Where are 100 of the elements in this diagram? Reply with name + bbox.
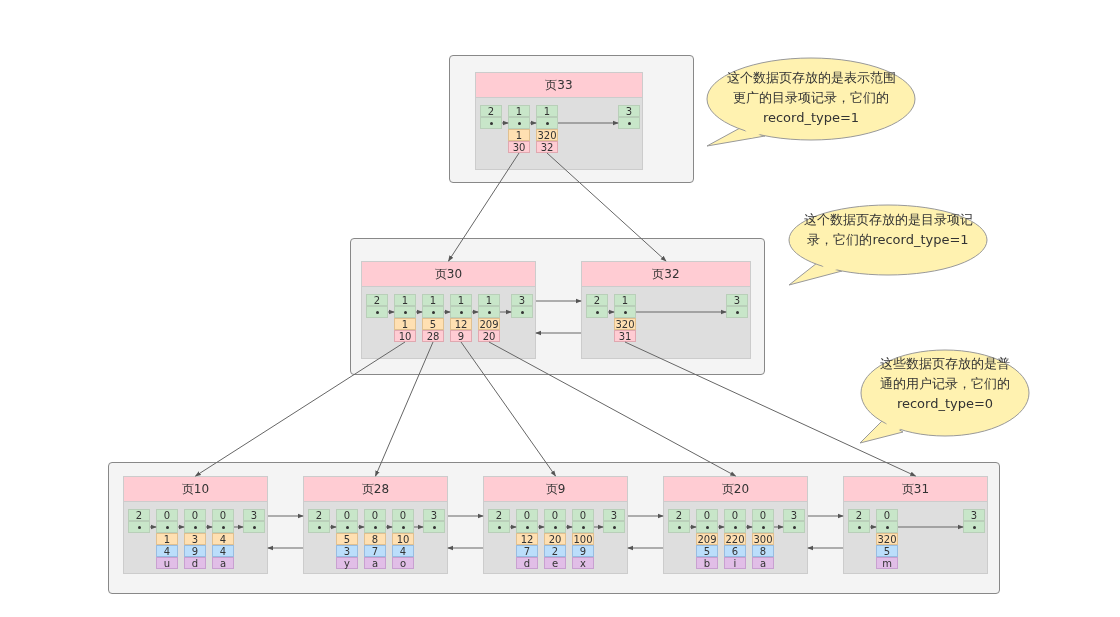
primary-key-cell: 5	[422, 318, 444, 330]
arrow	[627, 545, 664, 551]
record-type-cell: 0	[392, 509, 414, 521]
data-page	[361, 261, 536, 359]
column-cell: d	[184, 557, 206, 569]
arrow	[499, 309, 512, 315]
record-type-cell: 0	[544, 509, 566, 521]
record	[544, 509, 566, 569]
column-cell: d	[516, 557, 538, 569]
record-type-cell: 0	[516, 509, 538, 521]
arrow	[773, 524, 784, 530]
column-cell: y	[336, 557, 358, 569]
record-type-cell: 2	[668, 509, 690, 521]
record-type-cell: 0	[336, 509, 358, 521]
column-cell: 7	[364, 545, 386, 557]
arrow	[557, 120, 619, 126]
data-page	[303, 476, 448, 574]
record	[614, 294, 636, 342]
record-type-cell: 0	[696, 509, 718, 521]
arrow	[546, 152, 667, 262]
arrow	[635, 309, 727, 315]
arrow	[689, 524, 697, 530]
arrow	[415, 309, 423, 315]
record-type-cell: 2	[480, 105, 502, 117]
primary-key-cell: 10	[392, 533, 414, 545]
record-type-cell: 3	[726, 294, 748, 306]
page-number-cell: 32	[536, 141, 558, 153]
record	[488, 509, 510, 533]
arrow	[177, 524, 185, 530]
record	[668, 509, 690, 533]
page-header: 页10	[124, 477, 267, 502]
arrow	[149, 524, 157, 530]
record-type-cell: 0	[364, 509, 386, 521]
record-type-cell: 2	[586, 294, 608, 306]
page-level-panel	[350, 238, 765, 375]
record	[394, 294, 416, 342]
arrow	[627, 513, 664, 519]
record-type-cell: 1	[614, 294, 636, 306]
record	[156, 509, 178, 569]
record	[963, 509, 985, 533]
primary-key-cell: 320	[536, 129, 558, 141]
column-cell: 4	[392, 545, 414, 557]
speech-bubble	[858, 348, 1030, 445]
arrow	[447, 545, 484, 551]
data-page	[123, 476, 268, 574]
record	[392, 509, 414, 569]
arrow	[448, 152, 520, 262]
record-type-cell: 0	[876, 509, 898, 521]
column-cell: m	[876, 557, 898, 569]
arrow	[869, 524, 877, 530]
column-cell: x	[572, 557, 594, 569]
record	[536, 105, 558, 153]
bubble-text: 这个数据页存放的是目录项记录，它们的record_type=1	[802, 211, 974, 249]
arrow	[807, 545, 844, 551]
page-number-cell: 9	[450, 330, 472, 342]
arrow	[375, 341, 434, 477]
primary-key-cell: 12	[516, 533, 538, 545]
record-type-cell: 1	[508, 105, 530, 117]
arrow	[387, 309, 395, 315]
speech-bubble	[787, 203, 990, 287]
bubble-text: 这些数据页存放的是普通的用户记录，它们的record_type=0	[879, 355, 1011, 413]
record	[128, 509, 150, 533]
page-header: 页30	[362, 262, 535, 287]
arrow	[205, 524, 213, 530]
arrow	[460, 341, 556, 477]
record-type-cell: 2	[366, 294, 388, 306]
record-type-cell: 3	[783, 509, 805, 521]
record	[184, 509, 206, 569]
record	[480, 105, 502, 129]
page-number-cell: 28	[422, 330, 444, 342]
record-type-cell: 1	[478, 294, 500, 306]
record	[366, 294, 388, 318]
record-type-cell: 1	[450, 294, 472, 306]
bubble-text: 这个数据页存放的是表示范围更广的目录项记录，它们的record_type=1	[725, 69, 897, 127]
record	[423, 509, 445, 533]
arrow	[537, 524, 545, 530]
primary-key-cell: 20	[544, 533, 566, 545]
arrow	[501, 120, 509, 126]
column-cell: 7	[516, 545, 538, 557]
arrow	[267, 545, 304, 551]
primary-key-cell: 12	[450, 318, 472, 330]
arrow	[535, 330, 582, 336]
column-cell: a	[752, 557, 774, 569]
record	[724, 509, 746, 569]
record-type-cell: 3	[618, 105, 640, 117]
primary-key-cell: 209	[696, 533, 718, 545]
column-cell: o	[392, 557, 414, 569]
arrow	[385, 524, 393, 530]
primary-key-cell: 320	[876, 533, 898, 545]
record-type-cell: 2	[848, 509, 870, 521]
record	[308, 509, 330, 533]
record-type-cell: 0	[184, 509, 206, 521]
arrow	[194, 341, 406, 477]
primary-key-cell: 1	[508, 129, 530, 141]
column-cell: 2	[544, 545, 566, 557]
record	[243, 509, 265, 533]
record-type-cell: 0	[156, 509, 178, 521]
primary-key-cell: 320	[614, 318, 636, 330]
record-type-cell: 1	[536, 105, 558, 117]
data-page	[663, 476, 808, 574]
